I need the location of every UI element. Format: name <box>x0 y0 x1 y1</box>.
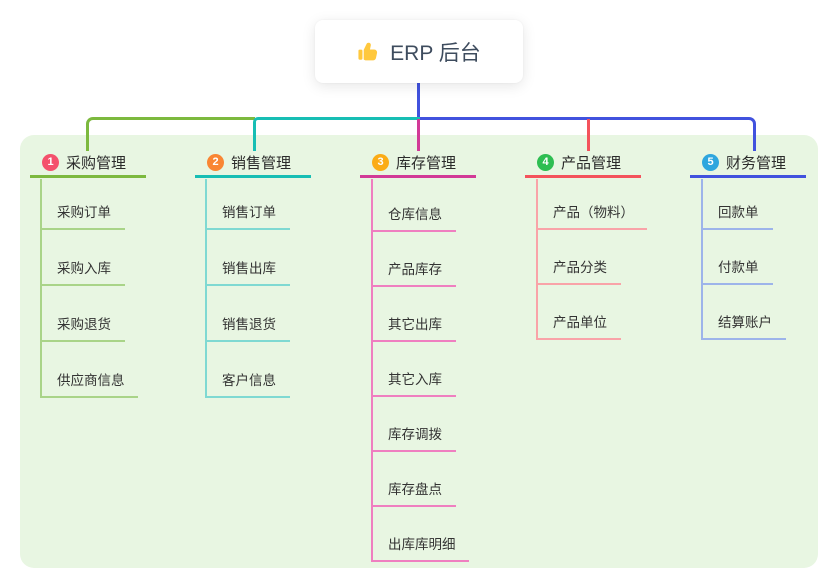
connector-branch-5-elbow <box>420 117 756 151</box>
branch-label: 库存管理 <box>396 154 457 172</box>
child-node[interactable]: 回款单 <box>701 202 773 230</box>
branch-badge-2: 2 <box>207 153 224 171</box>
branch-badge-3: 3 <box>372 153 389 171</box>
child-node[interactable]: 产品库存 <box>371 259 456 287</box>
branch-badge-5: 5 <box>702 153 719 171</box>
branches-panel <box>20 135 818 568</box>
child-label: 采购退货 <box>57 317 111 332</box>
child-node[interactable]: 出库库明细 <box>371 534 469 562</box>
child-node[interactable]: 产品分类 <box>536 257 621 285</box>
root-label: ERP 后台 <box>390 41 481 65</box>
child-label: 采购订单 <box>57 205 111 220</box>
child-node[interactable]: 产品单位 <box>536 312 621 340</box>
child-label: 销售订单 <box>222 205 276 220</box>
root-node[interactable]: ERP 后台 <box>315 20 523 83</box>
branch-2-child-line <box>205 179 207 398</box>
child-label: 库存盘点 <box>388 482 442 497</box>
child-node[interactable]: 采购订单 <box>40 202 125 230</box>
child-node[interactable]: 产品（物料） <box>536 202 647 230</box>
child-node[interactable]: 其它入库 <box>371 369 456 397</box>
connector-branch-1-elbow <box>86 117 255 151</box>
branch-label: 产品管理 <box>561 154 622 172</box>
child-label: 产品（物料） <box>553 205 634 220</box>
child-label: 结算账户 <box>718 315 772 330</box>
child-node[interactable]: 库存调拨 <box>371 424 456 452</box>
child-label: 其它出库 <box>388 317 442 332</box>
child-label: 其它入库 <box>388 372 442 387</box>
child-node[interactable]: 采购退货 <box>40 314 125 342</box>
child-node[interactable]: 客户信息 <box>205 370 290 398</box>
child-node[interactable]: 销售退货 <box>205 314 290 342</box>
branch-4-child-line <box>536 179 538 340</box>
child-label: 产品库存 <box>388 262 442 277</box>
branch-badge-1: 1 <box>42 153 59 171</box>
connector-root-drop <box>417 83 420 118</box>
child-label: 产品分类 <box>553 260 607 275</box>
child-label: 仓库信息 <box>388 207 442 222</box>
child-label: 产品单位 <box>553 315 607 330</box>
child-node[interactable]: 结算账户 <box>701 312 786 340</box>
child-label: 客户信息 <box>222 373 276 388</box>
child-node[interactable]: 供应商信息 <box>40 370 138 398</box>
child-node[interactable]: 销售出库 <box>205 258 290 286</box>
child-label: 销售退货 <box>222 317 276 332</box>
child-node[interactable]: 其它出库 <box>371 314 456 342</box>
branch-label: 财务管理 <box>726 154 787 172</box>
connector-branch-2-elbow <box>253 117 420 151</box>
branch-1-child-line <box>40 179 42 398</box>
branch-node-5[interactable]: 5 财务管理 <box>690 149 806 178</box>
connector-branch-4-drop <box>587 119 590 151</box>
branch-badge-4: 4 <box>537 153 554 171</box>
connector-branch-3-drop <box>417 119 420 151</box>
child-label: 付款单 <box>718 260 759 275</box>
child-node[interactable]: 仓库信息 <box>371 204 456 232</box>
branch-node-4[interactable]: 4 产品管理 <box>525 149 641 178</box>
branch-3-child-line <box>371 179 373 562</box>
branch-label: 采购管理 <box>66 154 127 172</box>
child-label: 销售出库 <box>222 261 276 276</box>
branch-node-3[interactable]: 3 库存管理 <box>360 149 476 178</box>
child-node[interactable]: 采购入库 <box>40 258 125 286</box>
child-label: 回款单 <box>718 205 759 220</box>
branch-5-child-line <box>701 179 703 340</box>
branch-label: 销售管理 <box>231 154 292 172</box>
child-label: 采购入库 <box>57 261 111 276</box>
branch-node-1[interactable]: 1 采购管理 <box>30 149 146 178</box>
child-node[interactable]: 库存盘点 <box>371 479 456 507</box>
child-label: 库存调拨 <box>388 427 442 442</box>
child-node[interactable]: 销售订单 <box>205 202 290 230</box>
child-label: 出库库明细 <box>388 537 456 552</box>
branch-node-2[interactable]: 2 销售管理 <box>195 149 311 178</box>
thumbs-up-icon <box>357 40 380 63</box>
child-label: 供应商信息 <box>57 373 125 388</box>
child-node[interactable]: 付款单 <box>701 257 773 285</box>
